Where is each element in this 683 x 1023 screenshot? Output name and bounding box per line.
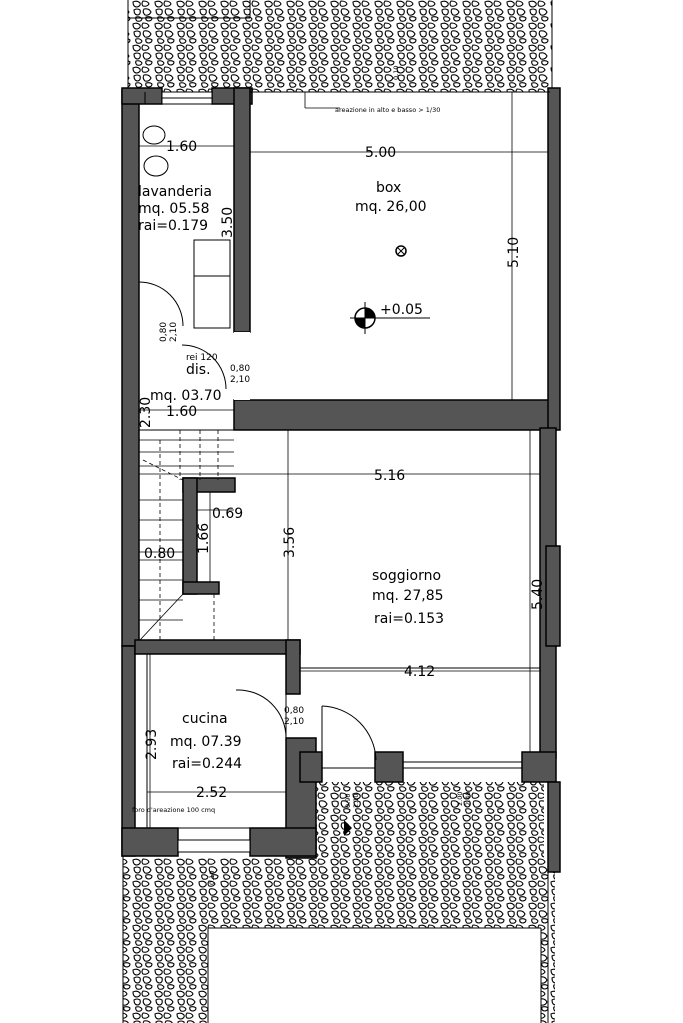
cuc-rai: rai=0.244 [172,756,242,772]
cuc-door-h: 2,10 [284,717,304,727]
dis-door-w: 0,80 [230,364,250,374]
level-marker [350,302,430,334]
staircase [139,430,234,641]
gate-w: 0.90 [344,794,352,808]
sog-name: soggiorno [372,568,441,584]
drain-icon [395,245,407,257]
cuc-area: mq. 07.39 [170,734,242,750]
dis-height-dim: 2.30 [138,397,154,428]
cuc-vent-note: foro d'areazione 100 cmq [132,806,215,814]
dimension-lines [139,92,548,828]
sog-rai: rai=0.153 [374,611,444,627]
property-lines [122,0,553,1023]
laundry-fixtures [142,92,231,329]
sog-area: mq. 27,85 [372,588,444,604]
dis-name: dis. [186,362,211,378]
lav-door-w: 0,80 [159,322,169,342]
win-h1: 2.00 [456,792,464,806]
garden-pavement [123,0,555,1023]
box-level: +0.05 [380,302,423,318]
sog-bottom-dim: 4.12 [404,664,435,680]
sog-width-dim: 5.16 [374,468,405,484]
sog-height-dim: 5.40 [530,579,546,610]
cuc-height-dim: 2.93 [144,729,160,760]
stair-w2-dim: 0.80 [144,546,175,562]
rei-note: rei 120 [186,353,218,363]
lav-rai: rai=0.179 [138,218,208,234]
door-swings [138,281,377,761]
sog-inner-dim: 3.56 [282,527,298,558]
stair-w1-dim: 0.69 [212,506,243,522]
arrow-icon [344,820,352,836]
lav-area: mq. 05.58 [138,201,210,217]
win-h2: 2.40 [464,792,472,806]
cuc-door-w: 0,80 [284,706,304,716]
box-vent-dim: 0.10 [392,66,400,80]
vent-note: areazione in alto e basso > 1/30 [335,106,440,114]
dis-area: mq. 03.70 [150,388,222,404]
lav-width-dim: 1.60 [166,139,197,155]
gate-h: 2.10 [352,794,360,808]
stair-h-dim: 1.66 [196,523,212,554]
box-width-dim: 5.00 [365,145,396,161]
lav-name: lavanderia [138,184,212,200]
cuc-win-dim: 0.10 [208,871,216,885]
box-name: box [376,180,401,196]
cuc-name: cucina [182,711,228,727]
lav-height-dim: 3.50 [220,207,236,238]
cuc-width-dim: 2.52 [196,785,227,801]
box-height-dim: 5.10 [506,237,522,268]
box-area: mq. 26,00 [355,199,427,215]
dis-door-h: 2,10 [230,375,250,385]
dis-width-dim: 1.60 [166,404,197,420]
lav-door-h: 2,10 [169,322,179,342]
walls [121,87,561,873]
windows [161,91,251,853]
